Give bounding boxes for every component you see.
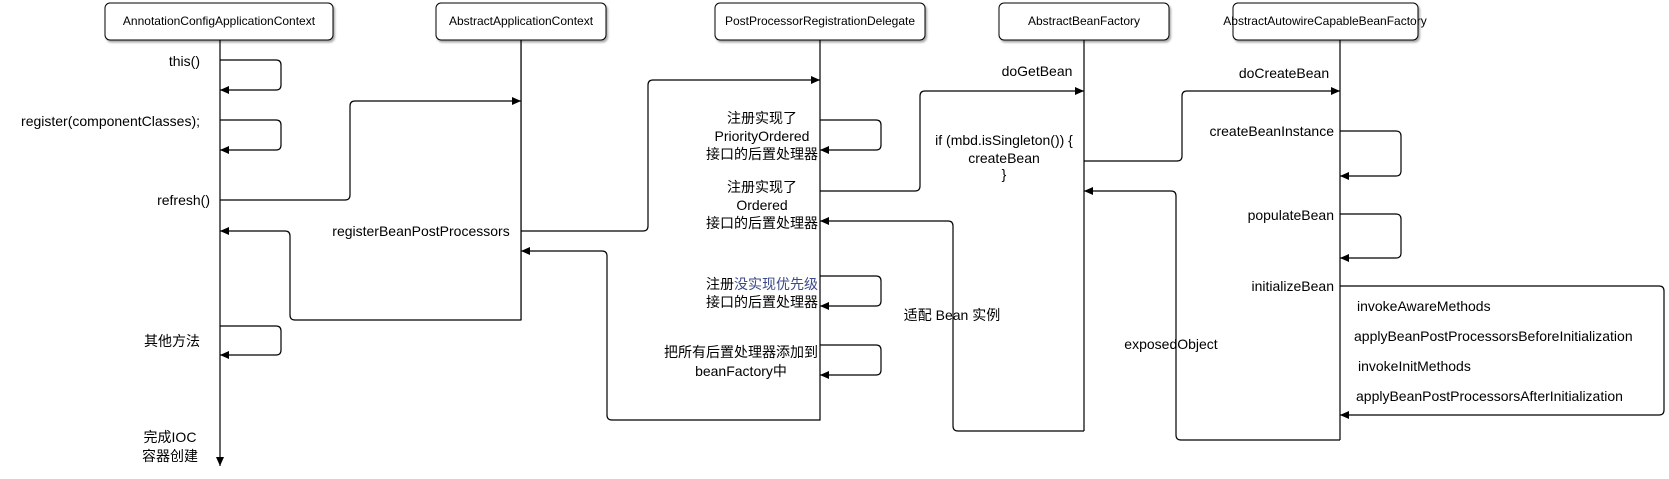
svg-text:AbstractBeanFactory: AbstractBeanFactory [1028,14,1140,28]
lifeline-header-annotation-config: AnnotationConfigApplicationContext [104,2,334,41]
svg-text:AbstractApplicationContext: AbstractApplicationContext [449,14,594,28]
arrow-adapt-bean [820,217,1084,432]
msg-initialize-bean: initializeBean [1252,278,1335,294]
msg-add-all-2: beanFactory中 [695,363,787,379]
svg-text:AbstractAutowireCapableBeanFac: AbstractAutowireCapableBeanFactory [1223,14,1426,28]
msg-priority-1: 注册实现了 [727,110,797,126]
msg-no-priority-2: 接口的后置处理器 [706,294,818,310]
self-call-create-bean-instance [1340,130,1402,180]
msg-priority-2: PriorityOrdered [715,128,810,144]
msg-refresh: refresh() [157,192,210,208]
arrow-exposed-object [1084,187,1340,441]
msg-adapt-bean: 适配 Bean 实例 [904,307,1000,323]
self-call-add-to-factory [820,344,882,379]
msg-ioc-complete-1: 完成IOC [144,429,197,445]
msg-do-get-bean: doGetBean [1002,63,1073,79]
msg-populate-bean: populateBean [1248,207,1334,223]
lifeline-header-abstract-app-context: AbstractApplicationContext [435,2,607,41]
arrow-do-get-bean [820,87,1084,192]
self-call-this [220,59,282,94]
lifeline-header-post-processor-delegate: PostProcessorRegistrationDelegate [714,2,926,41]
lifeline-header-abstract-bean-factory: AbstractBeanFactory [998,2,1170,41]
arrow-register-bpp [521,76,820,232]
msg-add-all-1: 把所有后置处理器添加到 [664,344,818,360]
msg-ordered-1: 注册实现了 [727,179,797,195]
msg-register: register(componentClasses); [21,113,200,129]
arrow-do-create-bean [1084,87,1340,162]
svg-text:PostProcessorRegistrationDeleg: PostProcessorRegistrationDelegate [725,14,915,28]
msg-priority-3: 接口的后置处理器 [706,146,818,162]
msg-other-methods: 其他方法 [144,333,200,349]
arrow-return-lifeline-1 [220,227,521,321]
self-call-populate-bean [1340,213,1402,262]
svg-text:AnnotationConfigApplicationCon: AnnotationConfigApplicationContext [123,14,316,28]
msg-no-priority-1: 注册没实现优先级 [706,276,818,292]
msg-exposed-object: exposedObject [1124,336,1218,352]
msg-do-create-bean: doCreateBean [1239,65,1329,81]
self-call-no-priority [820,275,882,310]
msg-apply-before: applyBeanPostProcessorsBeforeInitializat… [1354,328,1633,344]
arrow-refresh [220,97,521,201]
self-call-other [220,325,282,359]
msg-apply-after: applyBeanPostProcessorsAfterInitializati… [1356,388,1623,404]
msg-this: this() [169,53,200,69]
msg-singleton-1: if (mbd.isSingleton()) { [935,132,1073,148]
msg-invoke-init: invokeInitMethods [1358,358,1471,374]
msg-invoke-aware: invokeAwareMethods [1357,298,1491,314]
msg-ordered-3: 接口的后置处理器 [706,215,818,231]
self-call-register [220,119,282,154]
msg-ioc-complete-2: 容器创建 [142,448,198,464]
lifeline-header-autowire-bean-factory: AbstractAutowireCapableBeanFactory [1223,2,1427,41]
msg-create-bean-instance: createBeanInstance [1209,123,1334,139]
msg-singleton-2: createBean [968,150,1040,166]
activation-delegate [521,40,821,421]
msg-ordered-2: Ordered [736,197,787,213]
self-call-initialize-bean [1340,285,1665,419]
msg-singleton-3: } [1002,166,1007,182]
msg-register-bpp: registerBeanPostProcessors [332,223,509,239]
self-call-priority-ordered [820,119,882,154]
